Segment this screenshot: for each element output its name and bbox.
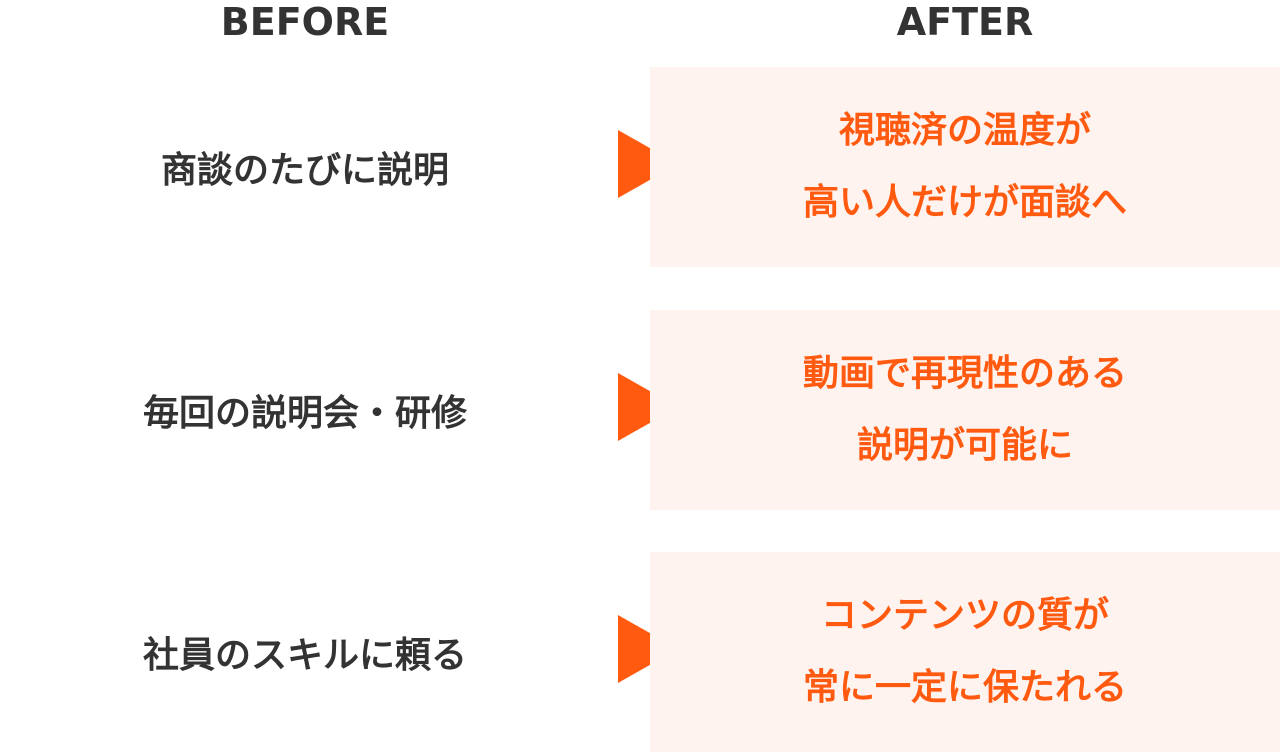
after-item-line-2: 説明が可能に — [856, 425, 1073, 466]
after-item-line-2: 高い人だけが面談へ — [802, 182, 1127, 223]
comparison-row: 商談のたびに説明 視聴済の温度が 高い人だけが面談へ — [0, 67, 1280, 267]
after-item-line-1: 動画で再現性のある — [802, 353, 1127, 394]
comparison-row: 社員のスキルに頼る コンテンツの質が 常に一定に保たれる — [0, 552, 1280, 752]
after-item: 動画で再現性のある 説明が可能に — [650, 310, 1280, 510]
before-item: 社員のスキルに頼る — [142, 635, 467, 676]
before-item: 毎回の説明会・研修 — [142, 393, 467, 434]
after-item: コンテンツの質が 常に一定に保たれる — [650, 552, 1280, 752]
after-column-header: AFTER — [896, 0, 1034, 44]
before-column-header: BEFORE — [220, 0, 390, 44]
before-item: 商談のたびに説明 — [160, 150, 449, 191]
after-item: 視聴済の温度が 高い人だけが面談へ — [650, 67, 1280, 267]
after-item-line-2: 常に一定に保たれる — [802, 667, 1127, 708]
after-item-line-1: 視聴済の温度が — [838, 110, 1091, 151]
comparison-row: 毎回の説明会・研修 動画で再現性のある 説明が可能に — [0, 310, 1280, 510]
after-item-line-1: コンテンツの質が — [820, 595, 1109, 636]
